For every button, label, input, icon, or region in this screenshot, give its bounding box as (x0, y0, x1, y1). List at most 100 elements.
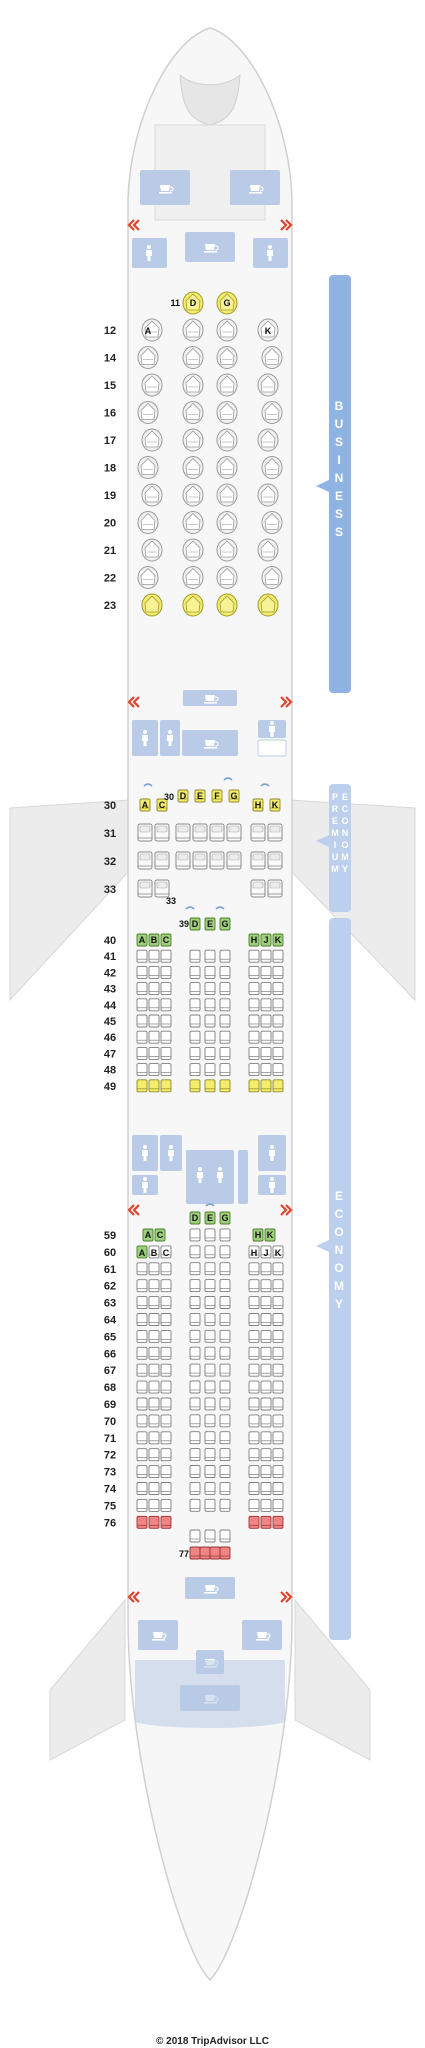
seat-60G[interactable] (219, 1228, 231, 1242)
seat-48E[interactable] (204, 1063, 216, 1077)
seat-42K[interactable] (272, 965, 284, 979)
seat-45G[interactable] (219, 1014, 231, 1028)
seat-23K[interactable] (257, 593, 279, 617)
seat-61C[interactable] (160, 1262, 172, 1276)
seat-68G[interactable] (219, 1363, 231, 1377)
seat-14A[interactable] (137, 346, 159, 369)
seat-65B[interactable] (148, 1329, 160, 1343)
seat-47G[interactable] (219, 1046, 231, 1060)
seat-62B[interactable] (148, 1279, 160, 1293)
seat-23D[interactable] (182, 593, 204, 617)
seat-74B[interactable] (148, 1482, 160, 1495)
seat-22A[interactable] (137, 566, 159, 589)
seat-47D[interactable] (189, 1046, 201, 1060)
seat-66E[interactable] (204, 1329, 216, 1343)
seat-76D[interactable] (189, 1529, 201, 1543)
seat-61E[interactable] (204, 1245, 216, 1259)
seat-49G[interactable] (219, 1079, 231, 1093)
seat-73B[interactable] (148, 1465, 160, 1479)
seat-69C[interactable] (160, 1397, 172, 1411)
seat-70D[interactable] (189, 1397, 201, 1411)
seat-41A[interactable] (136, 949, 148, 963)
seat-19A[interactable] (141, 483, 163, 507)
seat-70G[interactable] (219, 1397, 231, 1411)
seat-73D[interactable] (189, 1448, 201, 1462)
seat-49H[interactable] (248, 1079, 260, 1093)
seat-74C[interactable] (160, 1482, 172, 1495)
seat-70J[interactable] (260, 1414, 272, 1428)
seat-32F[interactable] (209, 851, 225, 870)
seat-71J[interactable] (260, 1431, 272, 1445)
seat-75D[interactable] (189, 1481, 201, 1495)
seat-67E[interactable] (204, 1346, 216, 1360)
seat-63G[interactable] (219, 1279, 231, 1293)
seat-64K[interactable] (272, 1313, 284, 1326)
seat-18A[interactable] (137, 456, 159, 479)
seat-20A[interactable] (137, 511, 159, 534)
seat-69K[interactable] (272, 1397, 284, 1411)
seat-67A[interactable] (136, 1363, 148, 1377)
seat-49B[interactable] (148, 1079, 160, 1093)
seat-73H[interactable] (248, 1465, 260, 1479)
seat-64C[interactable] (160, 1313, 172, 1326)
seat-69B[interactable] (148, 1397, 160, 1411)
seat-31G[interactable] (226, 823, 242, 842)
seat-73A[interactable] (136, 1465, 148, 1479)
seat-18K[interactable] (261, 456, 283, 479)
seat-44G[interactable] (219, 998, 231, 1012)
seat-63A[interactable] (136, 1296, 148, 1310)
seat-44J[interactable] (260, 998, 272, 1012)
seat-48B[interactable] (148, 1063, 160, 1077)
seat-64G[interactable] (219, 1296, 231, 1309)
seat-16D[interactable] (182, 401, 204, 424)
seat-19K[interactable] (257, 483, 279, 507)
seat-75E[interactable] (204, 1481, 216, 1495)
seat-48C[interactable] (160, 1063, 172, 1077)
seat-16A[interactable] (137, 401, 159, 424)
seat-46J[interactable] (260, 1030, 272, 1044)
seat-67J[interactable] (260, 1363, 272, 1377)
seat-49A[interactable] (136, 1079, 148, 1093)
seat-32C[interactable] (154, 851, 170, 870)
seat-71G[interactable] (219, 1414, 231, 1428)
seat-45H[interactable] (248, 1014, 260, 1028)
seat-65D[interactable] (189, 1312, 201, 1326)
seat-76E[interactable] (204, 1529, 216, 1543)
seat-18D[interactable] (182, 456, 204, 479)
seat-71C[interactable] (160, 1431, 172, 1445)
seat-43K[interactable] (272, 982, 284, 996)
seat-32D[interactable] (175, 851, 191, 870)
seat-73C[interactable] (160, 1465, 172, 1479)
seat-48D[interactable] (189, 1063, 201, 1077)
seat-66H[interactable] (248, 1346, 260, 1360)
seat-62C[interactable] (160, 1279, 172, 1293)
seat-70H[interactable] (248, 1414, 260, 1428)
seat-74A[interactable] (136, 1482, 148, 1495)
seat-74G[interactable] (219, 1465, 231, 1478)
seat-46G[interactable] (219, 1030, 231, 1044)
seat-41B[interactable] (148, 949, 160, 963)
seat-43E[interactable] (204, 982, 216, 996)
seat-73K[interactable] (272, 1465, 284, 1479)
seat-74E[interactable] (204, 1465, 216, 1478)
seat-62G[interactable] (219, 1262, 231, 1276)
seat-45D[interactable] (189, 1014, 201, 1028)
seat-76J[interactable] (260, 1515, 272, 1529)
seat-20D[interactable] (182, 511, 204, 534)
seat-61A[interactable] (136, 1262, 148, 1276)
seat-44K[interactable] (272, 998, 284, 1012)
seat-75A[interactable] (136, 1498, 148, 1512)
seat-69G[interactable] (219, 1380, 231, 1394)
seat-66G[interactable] (219, 1329, 231, 1343)
seat-68K[interactable] (272, 1380, 284, 1394)
seat-22K[interactable] (261, 566, 283, 589)
seat-44C[interactable] (160, 998, 172, 1012)
seat-31K[interactable] (267, 823, 283, 842)
seat-48H[interactable] (248, 1063, 260, 1077)
seat-47H[interactable] (248, 1046, 260, 1060)
seat-76C[interactable] (160, 1515, 172, 1529)
seat-17A[interactable] (141, 428, 163, 452)
seat-75B[interactable] (148, 1498, 160, 1512)
seat-47J[interactable] (260, 1046, 272, 1060)
seat-65H[interactable] (248, 1329, 260, 1343)
